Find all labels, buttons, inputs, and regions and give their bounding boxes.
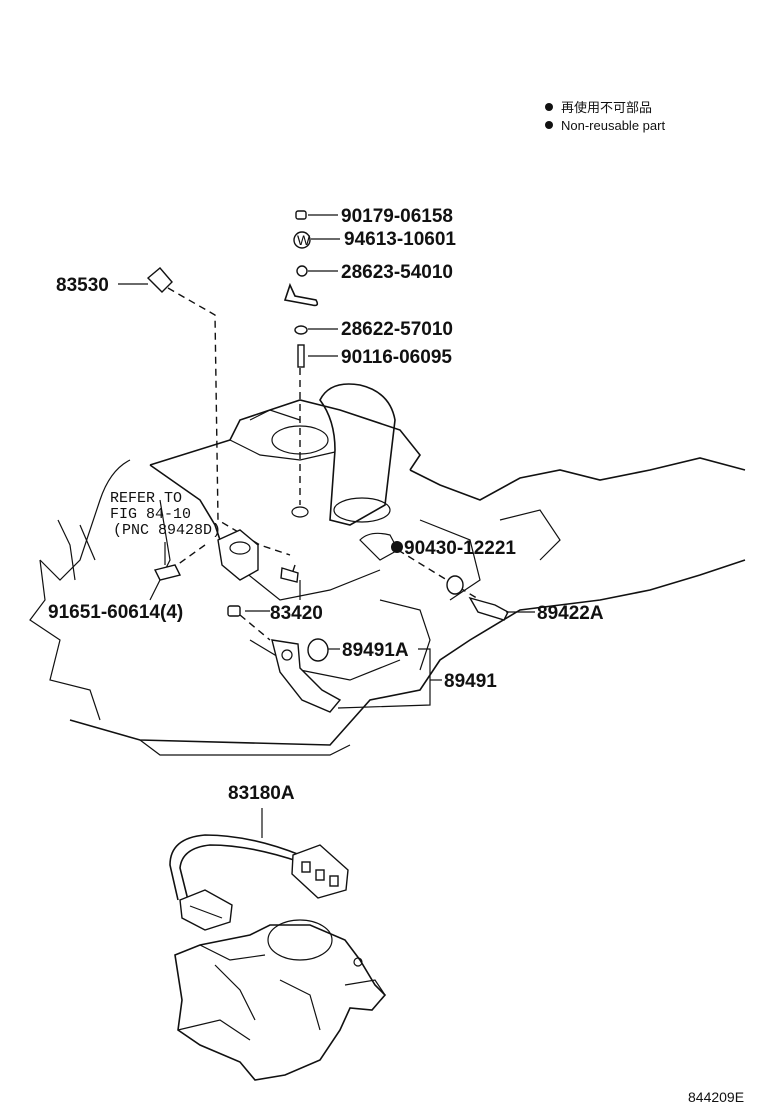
legend-jp: 再使用不可部品 — [561, 100, 652, 115]
label-89491A: 89491A — [342, 640, 409, 661]
sensor-bracket-icon — [217, 529, 259, 581]
stud-bolt-icon — [297, 344, 305, 368]
label-28622-57010: 28622-57010 — [341, 319, 453, 340]
legend-en: Non-reusable part — [561, 118, 665, 133]
label-94613-10601: 94613-10601 — [344, 229, 456, 250]
refer-line-1: REFER TO — [110, 490, 182, 507]
bolt-icon — [227, 605, 241, 617]
figure-code: 844209E — [688, 1089, 744, 1105]
legend: 再使用不可部品 Non-reusable part — [545, 100, 665, 133]
non-reusable-dot-icon — [545, 103, 553, 111]
gasket-icon — [446, 575, 464, 595]
refer-line-3: (PNC 89428D) — [113, 522, 221, 539]
assembly-leaders — [167, 287, 481, 641]
part-labels: 90179-06158 94613-10601 28623-54010 2862… — [48, 206, 604, 804]
label-90116-06095: 90116-06095 — [341, 347, 452, 368]
oxygen-sensor-icon — [179, 889, 233, 931]
water-temp-sender-icon — [280, 567, 299, 583]
collar-icon — [294, 325, 308, 335]
non-reusable-dot-icon — [391, 541, 403, 553]
refer-note: REFER TO FIG 84-10 (PNC 89428D) — [110, 490, 221, 539]
fastener-stack: W — [283, 210, 319, 368]
crank-position-sensor-icon — [271, 639, 342, 713]
oil-pressure-switch-icon — [146, 267, 173, 293]
non-reusable-dot-icon — [545, 121, 553, 129]
washer-icon — [293, 231, 311, 249]
sensor-housing-illustration — [174, 924, 387, 1081]
nut-icon — [295, 210, 307, 220]
label-89422A: 89422A — [537, 603, 604, 624]
refer-sensor-icon — [153, 564, 182, 581]
label-83180A: 83180A — [228, 783, 295, 804]
ground-bracket-icon — [283, 282, 319, 307]
o-ring-icon — [307, 638, 329, 662]
label-83420: 83420 — [270, 603, 323, 624]
engine-block-illustration — [29, 383, 746, 756]
washer-mark: W — [297, 232, 311, 248]
label-91651-60614: 91651-60614(4) — [48, 602, 183, 623]
spacer-icon — [296, 265, 308, 277]
lower-sensor-assembly — [169, 808, 387, 1081]
sensor-parts — [146, 267, 509, 713]
label-89491: 89491 — [444, 671, 497, 692]
label-90430-12221: 90430-12221 — [404, 538, 516, 559]
label-83530: 83530 — [56, 275, 109, 296]
temp-sensor-icon — [468, 596, 509, 621]
label-90179-06158: 90179-06158 — [341, 206, 453, 227]
stack-leaders — [308, 214, 340, 357]
label-28623-54010: 28623-54010 — [341, 262, 453, 283]
refer-line-2: FIG 84-10 — [110, 506, 191, 523]
